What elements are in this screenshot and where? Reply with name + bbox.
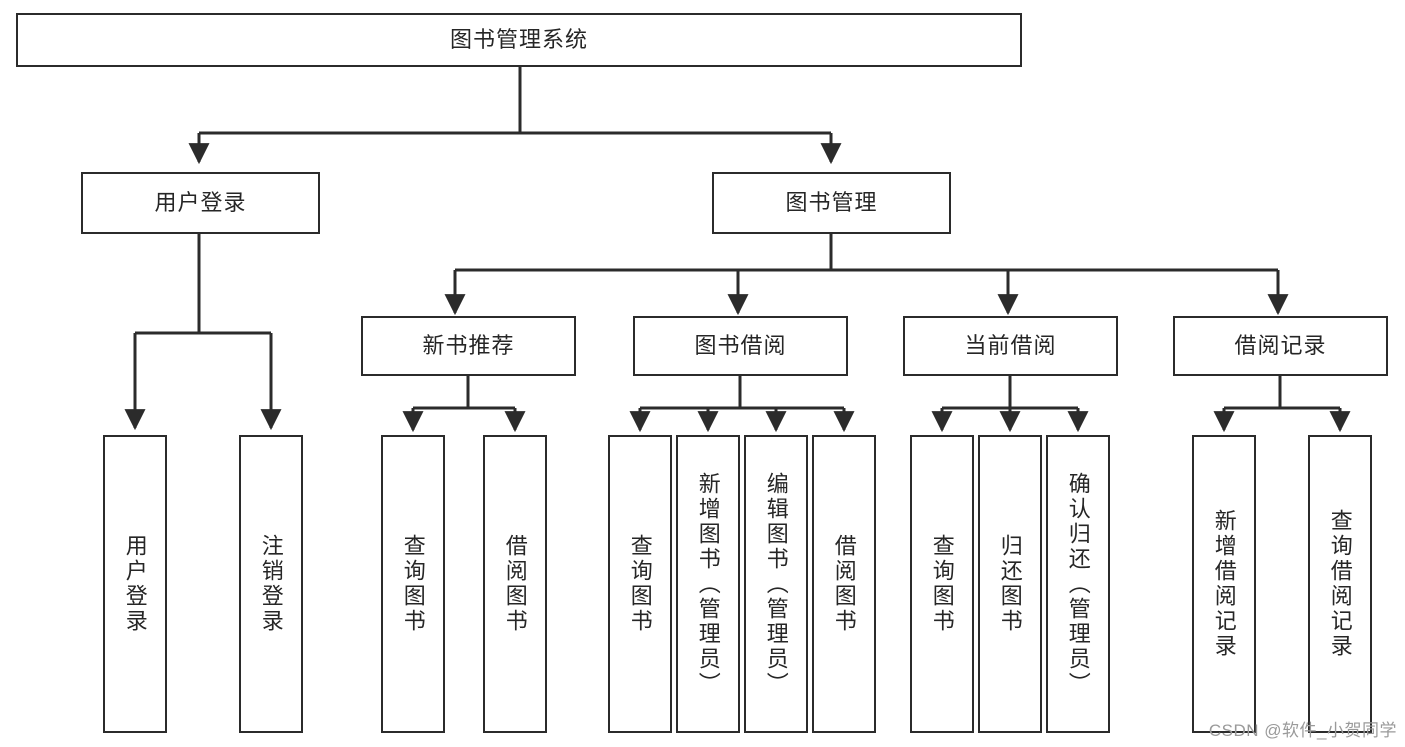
- node-user-login[interactable]: 用户登录: [81, 172, 320, 234]
- node-root[interactable]: 图书管理系统: [16, 13, 1022, 67]
- leaf-borrow-query-book[interactable]: 查询图书: [608, 435, 672, 733]
- leaf-current-return-book-label: 归还图书: [997, 534, 1023, 634]
- node-user-login-label: 用户登录: [154, 189, 247, 215]
- node-borrow-records-label: 借阅记录: [1234, 332, 1327, 358]
- leaf-new-book-query[interactable]: 查询图书: [381, 435, 445, 733]
- leaf-user-login-signin-label: 用户登录: [122, 534, 148, 634]
- leaf-current-query-book[interactable]: 查询图书: [910, 435, 974, 733]
- leaf-current-query-book-label: 查询图书: [929, 534, 955, 634]
- node-root-label: 图书管理系统: [449, 26, 588, 52]
- node-book-management[interactable]: 图书管理: [712, 172, 951, 234]
- leaf-borrow-edit-book[interactable]: 编辑图书（管理员）: [744, 435, 808, 733]
- leaf-borrow-add-book-label: 新增图书（管理员）: [695, 471, 721, 697]
- leaf-current-confirm-return[interactable]: 确认归还（管理员）: [1046, 435, 1110, 733]
- leaf-records-query-record-label: 查询借阅记录: [1327, 509, 1353, 659]
- leaf-borrow-edit-book-label: 编辑图书（管理员）: [763, 471, 789, 697]
- node-book-management-label: 图书管理: [785, 189, 878, 215]
- leaf-current-return-book[interactable]: 归还图书: [978, 435, 1042, 733]
- leaf-user-login-signin[interactable]: 用户登录: [103, 435, 167, 733]
- csdn-watermark: CSDN @软件_小贺同学: [1208, 721, 1397, 740]
- node-current-borrow-label: 当前借阅: [964, 332, 1057, 358]
- leaf-user-login-signout-label: 注销登录: [258, 534, 284, 634]
- leaf-records-add-record-label: 新增借阅记录: [1211, 509, 1237, 659]
- leaf-current-confirm-return-label: 确认归还（管理员）: [1065, 471, 1091, 697]
- leaf-borrow-borrow-book[interactable]: 借阅图书: [812, 435, 876, 733]
- leaf-records-query-record[interactable]: 查询借阅记录: [1308, 435, 1372, 733]
- node-new-book-recommend-label: 新书推荐: [422, 332, 515, 358]
- leaf-borrow-borrow-book-label: 借阅图书: [831, 534, 857, 634]
- leaf-borrow-query-book-label: 查询图书: [627, 534, 653, 634]
- leaf-new-book-borrow-label: 借阅图书: [502, 534, 528, 634]
- node-current-borrow[interactable]: 当前借阅: [903, 316, 1118, 376]
- leaf-new-book-query-label: 查询图书: [400, 534, 426, 634]
- leaf-new-book-borrow[interactable]: 借阅图书: [483, 435, 547, 733]
- leaf-borrow-add-book[interactable]: 新增图书（管理员）: [676, 435, 740, 733]
- node-book-borrow[interactable]: 图书借阅: [633, 316, 848, 376]
- node-new-book-recommend[interactable]: 新书推荐: [361, 316, 576, 376]
- node-borrow-records[interactable]: 借阅记录: [1173, 316, 1388, 376]
- leaf-user-login-signout[interactable]: 注销登录: [239, 435, 303, 733]
- leaf-records-add-record[interactable]: 新增借阅记录: [1192, 435, 1256, 733]
- node-book-borrow-label: 图书借阅: [694, 332, 787, 358]
